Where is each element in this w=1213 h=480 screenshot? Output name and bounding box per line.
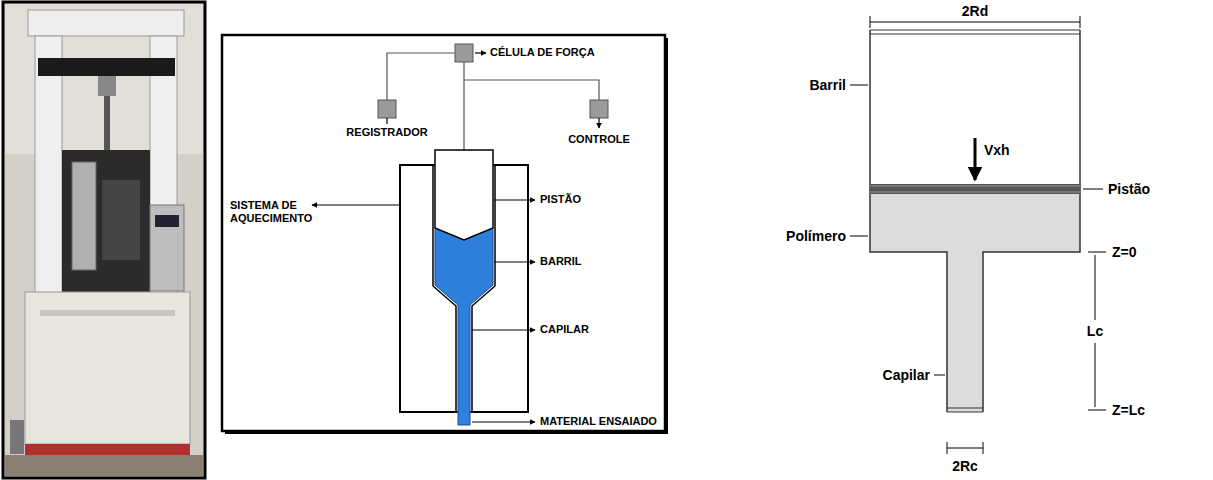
dimension-label: 2Rd	[962, 3, 988, 20]
part-label: Barril	[809, 77, 846, 94]
coordinate-label: Z=Lc	[1112, 402, 1145, 419]
part-label: CAPILAR	[540, 323, 589, 336]
velocity-label: Vxh	[984, 142, 1010, 159]
capillary-sketch	[850, 16, 1106, 454]
part-label: CONTROLE	[568, 133, 630, 146]
part-label: BARRIL	[540, 255, 582, 268]
part-label: Capilar	[883, 367, 930, 384]
part-label: REGISTRADOR	[346, 126, 427, 139]
rheometer-schematic	[222, 35, 668, 434]
dimension-label: 2Rc	[952, 458, 978, 475]
part-label: SISTEMA DE AQUECIMENTO	[230, 199, 310, 225]
part-label: Pistão	[1108, 181, 1150, 198]
part-label: MATERIAL ENSAIADO	[540, 415, 657, 428]
part-label: Polímero	[786, 228, 846, 245]
coordinate-label: Z=0	[1112, 244, 1137, 261]
part-label: PISTÃO	[540, 193, 581, 206]
part-label: CÉLULA DE FORÇA	[490, 46, 595, 59]
machine-photo	[3, 2, 205, 478]
dimension-label: Lc	[1087, 323, 1103, 340]
